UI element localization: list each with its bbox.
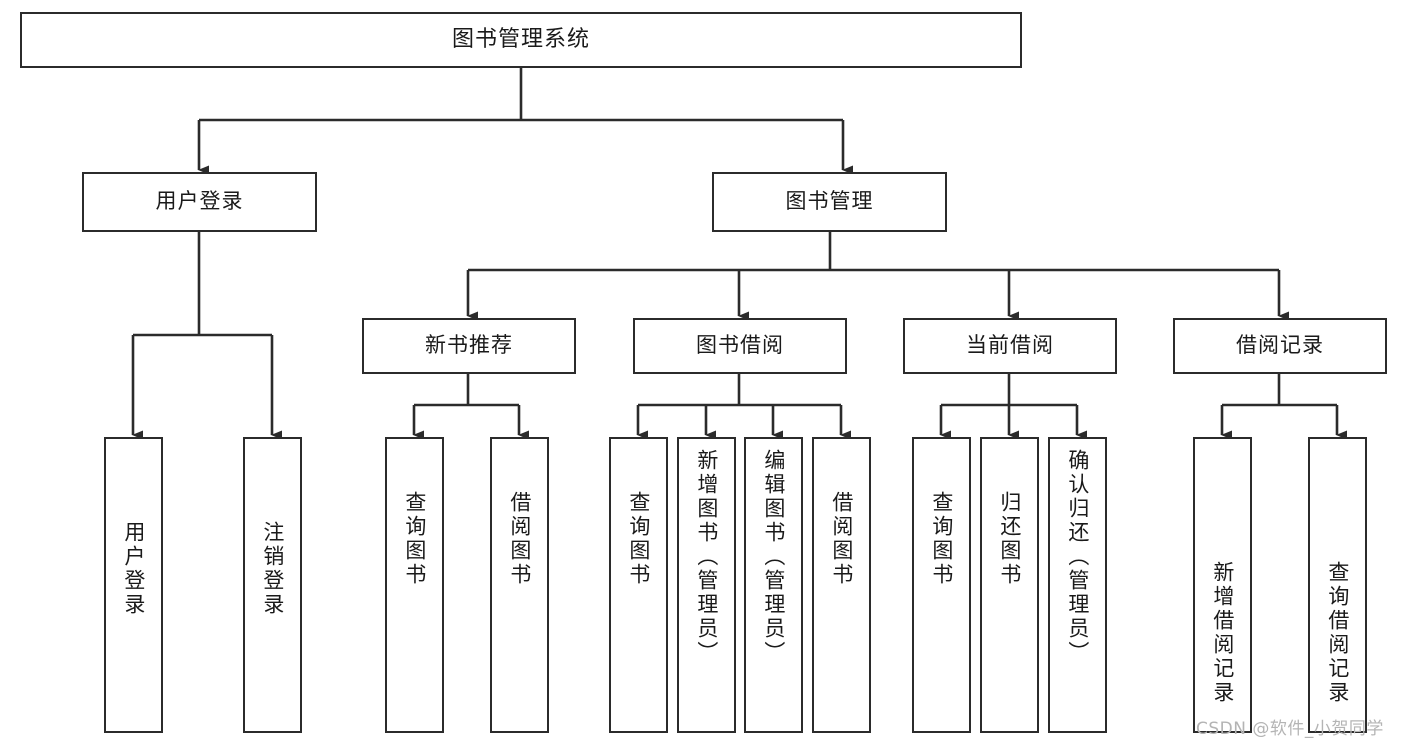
node-label: 图书借阅 xyxy=(696,333,784,358)
leaf-borrow-query-book[interactable]: 查询图书 xyxy=(609,437,668,733)
node-book-management-system[interactable]: 图书管理系统 xyxy=(20,12,1022,68)
leaf-label: 编辑图书（管理员） xyxy=(761,449,786,665)
leaf-new-book-borrow-book[interactable]: 借阅图书 xyxy=(490,437,549,733)
leaf-label: 用户登录 xyxy=(121,521,146,617)
leaf-label: 新增图书（管理员） xyxy=(694,449,719,665)
node-label: 借阅记录 xyxy=(1236,333,1324,358)
leaf-record-add-borrow-record[interactable]: 新增借阅记录 xyxy=(1193,437,1252,733)
leaf-label: 确认归还（管理员） xyxy=(1065,449,1090,665)
node-current-borrowing[interactable]: 当前借阅 xyxy=(903,318,1117,374)
leaf-label: 查询图书 xyxy=(929,491,954,587)
node-label: 图书管理系统 xyxy=(451,26,590,52)
leaf-label: 借阅图书 xyxy=(507,491,532,587)
leaf-new-book-query-book[interactable]: 查询图书 xyxy=(385,437,444,733)
leaf-borrow-add-book-admin[interactable]: 新增图书（管理员） xyxy=(677,437,736,733)
leaf-current-return-book[interactable]: 归还图书 xyxy=(980,437,1039,733)
node-label: 用户登录 xyxy=(155,189,244,214)
leaf-current-query-book[interactable]: 查询图书 xyxy=(912,437,971,733)
node-book-management[interactable]: 图书管理 xyxy=(712,172,947,232)
node-borrowing-record[interactable]: 借阅记录 xyxy=(1173,318,1387,374)
node-book-borrowing[interactable]: 图书借阅 xyxy=(633,318,847,374)
node-new-book-recommendation[interactable]: 新书推荐 xyxy=(362,318,576,374)
leaf-borrow-borrow-book[interactable]: 借阅图书 xyxy=(812,437,871,733)
leaf-label: 查询借阅记录 xyxy=(1325,561,1350,705)
leaf-label: 借阅图书 xyxy=(829,491,854,587)
node-label: 当前借阅 xyxy=(966,333,1054,358)
leaf-label: 查询图书 xyxy=(626,491,651,587)
node-label: 新书推荐 xyxy=(425,333,513,358)
leaf-user-login-logout[interactable]: 注销登录 xyxy=(243,437,302,733)
csdn-watermark: CSDN @软件_小贺同学 xyxy=(1196,719,1384,739)
leaf-borrow-edit-book-admin[interactable]: 编辑图书（管理员） xyxy=(744,437,803,733)
leaf-current-confirm-return-admin[interactable]: 确认归还（管理员） xyxy=(1048,437,1107,733)
leaf-label: 查询图书 xyxy=(402,491,427,587)
node-label: 图书管理 xyxy=(785,189,874,214)
leaf-record-query-borrow-record[interactable]: 查询借阅记录 xyxy=(1308,437,1367,733)
leaf-label: 新增借阅记录 xyxy=(1210,561,1235,705)
leaf-label: 归还图书 xyxy=(997,491,1022,587)
leaf-user-login-login[interactable]: 用户登录 xyxy=(104,437,163,733)
node-user-login[interactable]: 用户登录 xyxy=(82,172,317,232)
leaf-label: 注销登录 xyxy=(260,521,285,617)
